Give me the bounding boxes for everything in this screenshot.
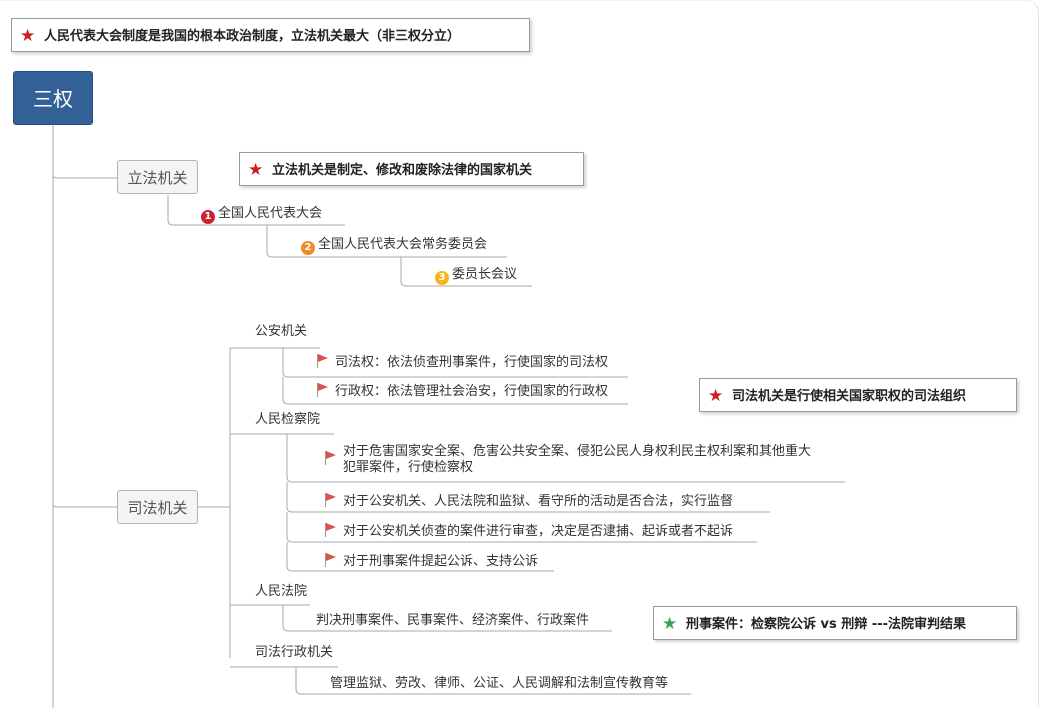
admin-item[interactable]: 管理监狱、劳改、律师、公证、人民调解和法制宣传教育等 bbox=[330, 676, 668, 692]
flag-icon bbox=[325, 523, 337, 537]
number-1-icon: 1 bbox=[201, 210, 215, 224]
node-label: 人民检察院 bbox=[255, 412, 321, 427]
court-node[interactable]: 人民法院 bbox=[255, 584, 307, 600]
branch-label: 司法机关 bbox=[127, 499, 188, 517]
item-text: 对于公安机关侦查的案件进行审查，决定是否逮捕、起诉或者不起诉 bbox=[343, 524, 734, 539]
top-note-text: 人民代表大会制度是我国的根本政治制度，立法机关最大（非三权分立） bbox=[44, 29, 461, 44]
branch-judicial[interactable]: 司法机关 bbox=[117, 490, 198, 524]
star-icon: ★ bbox=[248, 160, 264, 180]
root-node[interactable]: 三权 bbox=[13, 71, 93, 125]
item-text: 全国人民代表大会常务委员会 bbox=[318, 237, 488, 252]
court-item[interactable]: 判决刑事案件、民事案件、经济案件、行政案件 bbox=[316, 613, 589, 629]
flag-icon bbox=[325, 553, 337, 567]
flag-icon bbox=[317, 354, 329, 368]
legislative-note-callout[interactable]: ★ 立法机关是制定、修改和废除法律的国家机关 bbox=[239, 152, 584, 186]
node-label: 公安机关 bbox=[255, 324, 308, 339]
item-text: 司法权：依法侦查刑事案件，行使国家的司法权 bbox=[335, 355, 609, 370]
root-label: 三权 bbox=[33, 87, 73, 111]
legislative-note-text: 立法机关是制定、修改和废除法律的国家机关 bbox=[272, 163, 533, 178]
judicial-note-callout[interactable]: ★ 司法机关是行使相关国家职权的司法组织 bbox=[699, 378, 1017, 412]
flag-icon bbox=[317, 383, 329, 397]
node-label: 人民法院 bbox=[255, 584, 308, 599]
court-note-text: 刑事案件：检察院公诉 vs 刑辩 ---法院审判结果 bbox=[686, 617, 966, 632]
node-label: 司法行政机关 bbox=[255, 645, 334, 660]
number-3-icon: 3 bbox=[435, 271, 449, 285]
police-node[interactable]: 公安机关 bbox=[255, 324, 307, 340]
item-text: 委员长会议 bbox=[452, 267, 518, 282]
item-text: 对于刑事案件提起公诉、支持公诉 bbox=[343, 554, 539, 569]
item-text: 管理监狱、劳改、律师、公证、人民调解和法制宣传教育等 bbox=[330, 676, 669, 691]
item-text: 全国人民代表大会 bbox=[218, 206, 323, 221]
star-icon: ★ bbox=[20, 26, 36, 46]
court-note-callout[interactable]: ★ 刑事案件：检察院公诉 vs 刑辩 ---法院审判结果 bbox=[653, 606, 1017, 640]
procuratorate-item-4[interactable]: 对于刑事案件提起公诉、支持公诉 bbox=[325, 553, 538, 570]
item-text: 对于公安机关、人民法院和监狱、看守所的活动是否合法，实行监督 bbox=[343, 494, 734, 509]
admin-node[interactable]: 司法行政机关 bbox=[255, 645, 333, 661]
flag-icon bbox=[325, 493, 337, 507]
top-note-callout[interactable]: ★ 人民代表大会制度是我国的根本政治制度，立法机关最大（非三权分立） bbox=[11, 18, 530, 52]
item-text-line-1: 对于危害国家安全案、危害公共安全案、侵犯公民人身权利民主权利案和其他重大 bbox=[343, 444, 812, 459]
star-icon: ★ bbox=[662, 614, 678, 634]
procuratorate-item-1[interactable]: 对于危害国家安全案、危害公共安全案、侵犯公民人身权利民主权利案和其他重大犯罪案件… bbox=[325, 444, 811, 476]
procuratorate-item-3[interactable]: 对于公安机关侦查的案件进行审查，决定是否逮捕、起诉或者不起诉 bbox=[325, 523, 733, 540]
star-icon: ★ bbox=[708, 386, 724, 406]
flag-icon bbox=[325, 451, 337, 465]
branch-label: 立法机关 bbox=[127, 169, 188, 187]
police-item-2[interactable]: 行政权：依法管理社会治安，行使国家的行政权 bbox=[317, 383, 608, 400]
item-text: 判决刑事案件、民事案件、经济案件、行政案件 bbox=[316, 613, 590, 628]
judicial-note-text: 司法机关是行使相关国家职权的司法组织 bbox=[732, 389, 967, 404]
branch-legislative[interactable]: 立法机关 bbox=[117, 160, 198, 194]
item-text-line-2: 犯罪案件，行使检察权 bbox=[343, 460, 474, 475]
item-text: 行政权：依法管理社会治安，行使国家的行政权 bbox=[335, 384, 609, 399]
procuratorate-node[interactable]: 人民检察院 bbox=[255, 412, 320, 428]
police-item-1[interactable]: 司法权：依法侦查刑事案件，行使国家的司法权 bbox=[317, 354, 608, 371]
number-2-icon: 2 bbox=[301, 241, 315, 255]
procuratorate-item-2[interactable]: 对于公安机关、人民法院和监狱、看守所的活动是否合法，实行监督 bbox=[325, 493, 733, 510]
